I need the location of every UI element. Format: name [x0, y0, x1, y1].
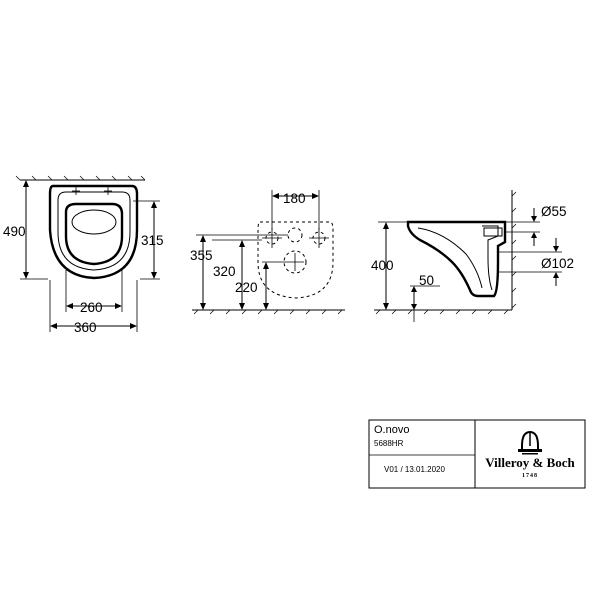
dim-label-490: 490 [3, 224, 26, 239]
bowl-inner-profile [417, 227, 483, 289]
front-view: 490 315 260 360 [3, 175, 164, 335]
bowl-outline [48, 184, 139, 280]
floor-hatch-side [374, 309, 512, 315]
dim-height-490: 490 [3, 179, 48, 280]
dim-offset-50: 50 [410, 273, 440, 322]
dim-diameter-102: Ø102 [498, 238, 574, 286]
dim-label-320: 320 [213, 264, 236, 279]
mounting-view: 180 355 320 220 [190, 190, 345, 315]
dim-label-220: 220 [235, 280, 258, 295]
dim-label-360: 360 [74, 320, 97, 335]
fountain-icon [518, 430, 542, 455]
bowl-profile [406, 220, 507, 298]
dim-width-260: 260 [65, 270, 123, 315]
dim-width-360: 360 [49, 280, 138, 335]
dim-label-260: 260 [80, 300, 103, 315]
wall-hatch-top [15, 175, 146, 181]
bowl-back-outline [257, 221, 334, 299]
flush-inlet [483, 227, 503, 237]
trap-detail [482, 225, 499, 291]
dim-label-50: 50 [419, 273, 434, 288]
dim-height-220: 220 [235, 261, 286, 310]
dim-height-320: 320 [212, 239, 262, 310]
side-view: 400 50 Ø55 Ø102 [371, 190, 574, 322]
brand-name: Villeroy & Boch [485, 455, 575, 470]
version-date: V01 / 13.01.2020 [384, 465, 445, 474]
brand-year: 1748 [522, 473, 538, 479]
dim-label-diameter-102: Ø102 [541, 256, 574, 271]
dim-label-180: 180 [283, 191, 306, 206]
title-block: O.novo 5688HR V01 / 13.01.2020 Villeroy … [368, 419, 586, 489]
dim-diameter-55: Ø55 [505, 204, 567, 246]
bowl-opening [64, 202, 124, 266]
product-name: O.novo [374, 424, 409, 436]
hinge-marks [72, 187, 112, 195]
brand-logo: Villeroy & Boch 1748 [485, 430, 576, 479]
dim-depth-315: 315 [133, 200, 164, 280]
title-block-frame [368, 419, 586, 489]
floor-hatch-mounting [192, 309, 345, 315]
dim-label-400: 400 [371, 258, 394, 273]
rim-oval [71, 209, 117, 235]
wall-side [511, 190, 517, 310]
fixing-holes [262, 227, 329, 274]
article-number: 5688HR [374, 439, 404, 448]
dim-label-diameter-55: Ø55 [541, 204, 567, 219]
dim-bolt-spacing-180: 180 [271, 190, 320, 230]
dim-label-315: 315 [141, 233, 164, 248]
dim-height-400: 400 [371, 221, 410, 310]
seat-ring [57, 191, 131, 271]
dim-height-355: 355 [190, 234, 288, 310]
dim-label-355: 355 [190, 248, 213, 263]
